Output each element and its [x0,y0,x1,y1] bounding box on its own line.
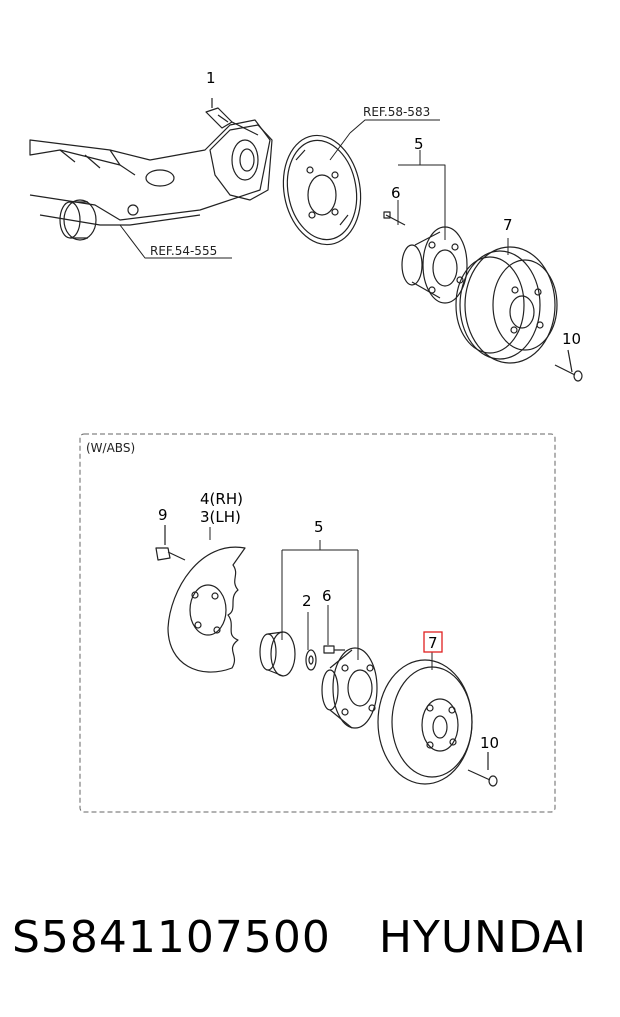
callout-10: 10 [562,330,581,348]
callout-9: 9 [158,506,168,524]
wheel-bearing [259,631,296,677]
callout-5: 5 [414,135,424,153]
callout-6-abs: 6 [322,587,332,605]
brake-disc [377,659,473,785]
callout-1: 1 [206,69,216,87]
stud-6 [383,211,406,226]
dust-shield [167,546,246,673]
callout-5-abs: 5 [314,518,324,536]
bolt-1 [205,98,259,136]
callout-7: 7 [503,216,513,234]
abs-section-box [79,433,556,813]
callout-3-lh: 3(LH) [200,508,241,526]
bushing [59,199,97,241]
callout-2: 2 [302,592,312,610]
ref-shield: REF.58-583 [363,105,430,119]
backing-plate [282,134,362,246]
stud-6-abs [323,645,345,654]
bolt-9 [155,525,186,561]
callout-4-rh: 4(RH) [200,490,243,508]
part-number: S5841107500 [12,912,331,963]
callout-10-abs: 10 [480,734,499,752]
parts-diagram: 1 5 6 7 10 REF.58-583 REF.54-555 (W/ABS)… [29,69,583,813]
caption: S5841107500 HYUNDAI [12,912,612,963]
bolt-10-abs [467,752,498,787]
washer-2 [305,649,317,671]
bolt-10 [554,349,583,382]
ref-axle: REF.54-555 [150,244,217,258]
brake-drum [455,246,558,364]
hub-assembly [321,647,378,729]
axle-beam [29,119,273,241]
callout-7-abs: 7 [428,634,438,652]
highlight-box [423,631,443,653]
brand-name: HYUNDAI [378,912,588,963]
callout-6: 6 [391,184,401,202]
abs-section-title: (W/ABS) [86,441,135,455]
